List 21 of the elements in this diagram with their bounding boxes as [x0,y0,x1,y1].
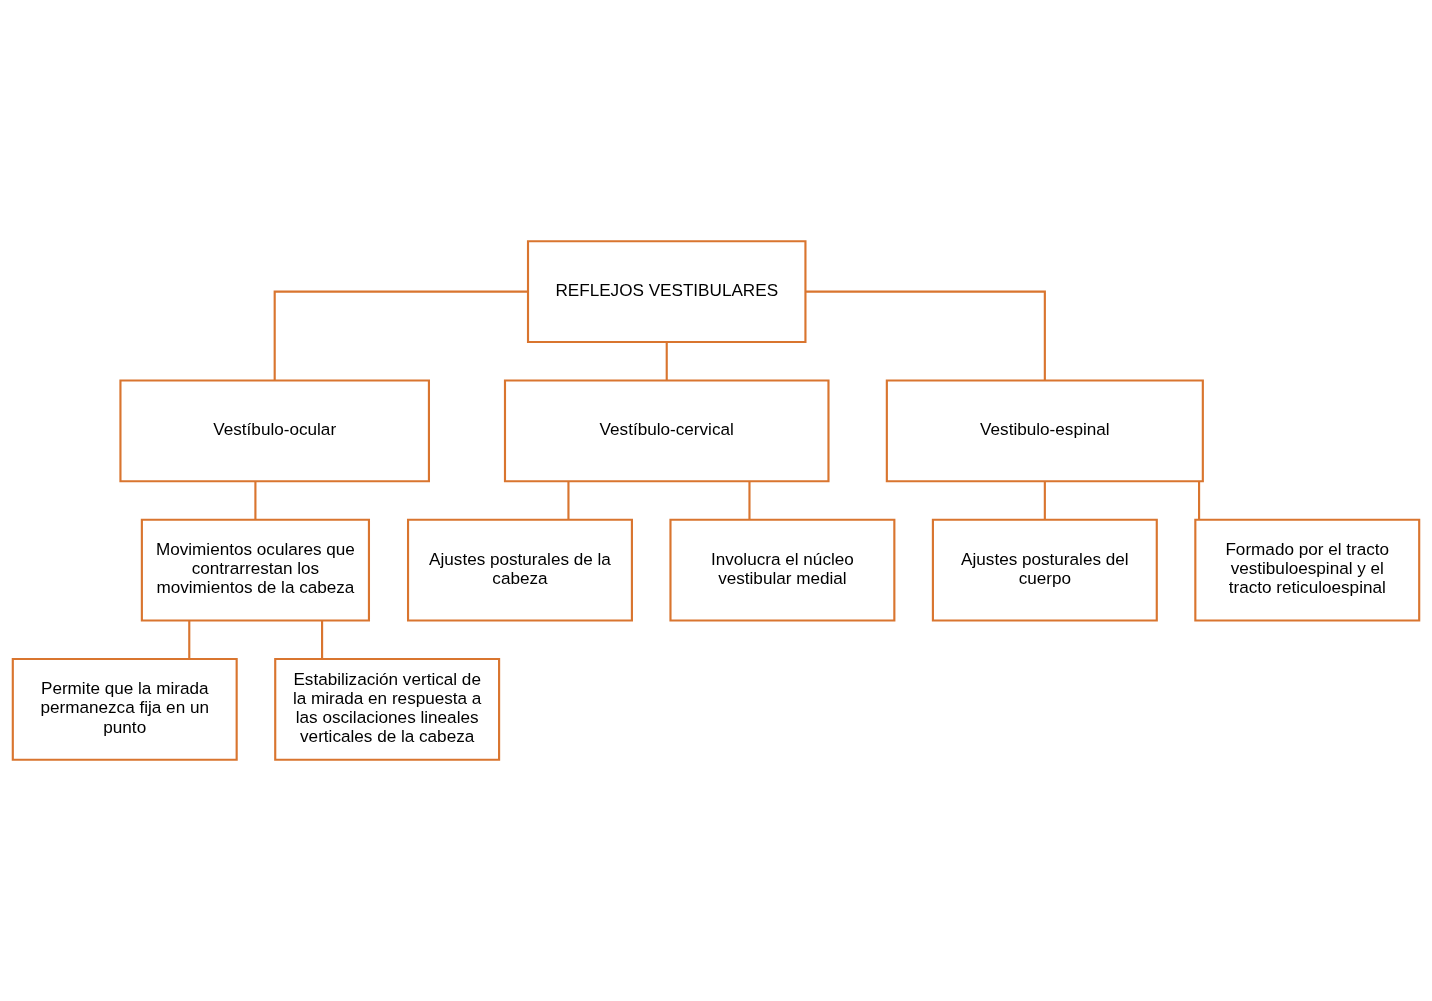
node-box: Estabilización vertical de la mirada en respuesta a las oscilaciones lineales verticales de la cabeza [274,657,501,761]
connector [1198,481,1201,520]
connector [805,290,1046,381]
node-box: Movimientos oculares que contrarrestan los movimientos de la cabeza [140,518,370,622]
node-box: Permite que la mirada permanezca fija en un punto [11,657,238,761]
node-box: Vestíbulo-cervical [503,379,830,483]
connector [665,342,668,381]
connector [254,481,257,520]
node-box: Vestíbulo-ocular [119,379,430,483]
connector [273,290,528,381]
node-box: Vestibulo-espinal [885,379,1204,483]
connector [321,620,324,659]
node-box: Involucra el núcleo vestibular medial [669,518,896,622]
node-box: Ajustes posturales del cuerpo [931,518,1158,622]
connector [1043,481,1046,520]
connector [188,620,191,659]
connector [567,481,570,520]
connector [748,481,751,520]
node-box: REFLEJOS VESTIBULARES [526,240,807,344]
node-box: Ajustes posturales de la cabeza [407,518,633,622]
node-box: Formado por el tracto vestibuloespinal y el tracto reticuloespinal [1194,518,1421,622]
